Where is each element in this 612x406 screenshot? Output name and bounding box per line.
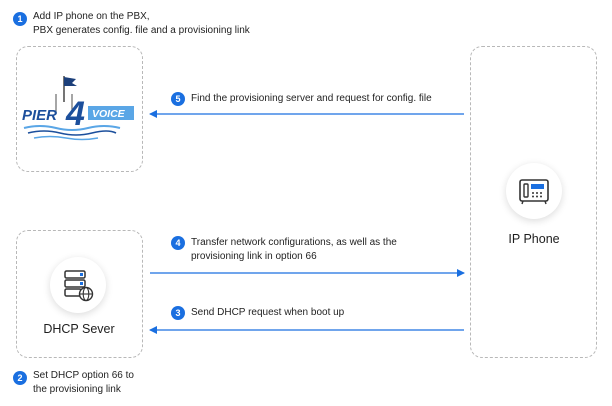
step-2-text: Set DHCP option 66 to the provisioning l… (33, 369, 134, 397)
step-2-badge: 2 (13, 371, 27, 385)
step-3-text: Send DHCP request when boot up (191, 307, 345, 318)
pbx-box (16, 46, 143, 172)
desk-phone-icon (519, 179, 549, 205)
svg-text:VOICE: VOICE (92, 108, 126, 120)
step-1-line-1: Add IP phone on the PBX, (33, 11, 150, 22)
step-4-line-2: provisioning link in option 66 (191, 251, 317, 262)
step-2-line-1: Set DHCP option 66 to (33, 370, 134, 381)
step-5-text: Find the provisioning server and request… (191, 93, 432, 104)
ip-phone-icon-circle (506, 163, 562, 219)
svg-text:PIER: PIER (22, 107, 57, 124)
step-1-badge: 1 (13, 12, 27, 26)
dhcp-box (16, 230, 143, 358)
pbx-logo: PIER 4 VOICE (22, 76, 134, 141)
dhcp-label: DHCP Sever (43, 322, 115, 336)
step-3-badge: 3 (171, 306, 185, 320)
step-4-line-1: Transfer network configurations, as well… (191, 237, 397, 248)
step-1-line-2: PBX generates config. file and a provisi… (33, 25, 250, 36)
step-5-badge: 5 (171, 92, 185, 106)
dhcp-server-icon (64, 270, 94, 302)
ip-phone-box (470, 46, 597, 358)
step-1-text: Add IP phone on the PBX, PBX generates c… (33, 10, 250, 38)
step-4-badge: 4 (171, 236, 185, 250)
ip-phone-label: IP Phone (508, 232, 560, 246)
dhcp-icon-circle (50, 257, 106, 313)
step-2-line-2: the provisioning link (33, 384, 121, 395)
svg-text:4: 4 (65, 95, 85, 133)
step-4-text: Transfer network configurations, as well… (191, 236, 397, 264)
